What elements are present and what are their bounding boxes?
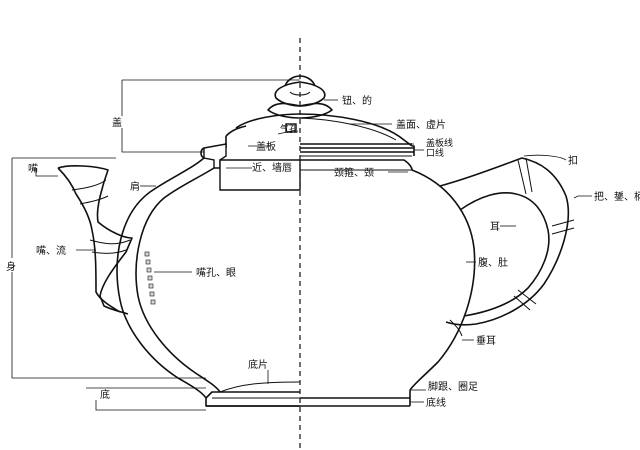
lid-drawing: [225, 113, 415, 157]
label-neck: 颈箍、颈: [334, 166, 374, 179]
label-belly: 腹、肚: [478, 256, 508, 269]
label-spout: 嘴、流: [36, 244, 66, 257]
label-lid-line: 盖板线: [426, 137, 453, 149]
label-knob: 钮、的: [342, 94, 372, 107]
label-ear: 耳: [490, 221, 500, 233]
label-air-hole: 气孔: [280, 123, 298, 135]
label-foot: 脚跟、圈足: [428, 380, 478, 393]
label-base-plate: 底片: [248, 358, 268, 371]
label-lid: 盖: [112, 116, 122, 129]
label-mouth-line: 口线: [426, 147, 444, 159]
handle-drawing: [439, 157, 575, 337]
label-spout-mouth: 嘴: [28, 163, 38, 175]
knob-drawing: [267, 75, 333, 119]
spout-drawing: [57, 165, 133, 315]
label-handle-knob: 扣: [568, 154, 578, 167]
label-spout-hole: 嘴孔、眼: [196, 267, 236, 279]
label-body: 身: [6, 260, 16, 273]
label-flange: 近、墙唇: [252, 161, 292, 174]
spout-filter-holes: [144, 251, 156, 305]
label-shoulder: 肩: [130, 180, 140, 193]
cutaway-left: [116, 143, 301, 407]
label-lid-top: 盖面、虚片: [396, 118, 446, 131]
exterior-right: [300, 159, 476, 407]
leader-lines: [11, 79, 592, 411]
label-base-line: 底线: [426, 396, 446, 409]
label-lid-plate: 盖板: [256, 140, 276, 153]
label-base: 底: [100, 388, 110, 401]
label-handle: 把、鋬、柄、: [594, 190, 640, 203]
labels: 盖 钮、的 盖面、虚片 盖板线 口线 盖板 气孔 近、墙唇 颈箍、颈 扣 把、鋬…: [6, 94, 640, 409]
label-hanging-ear: 垂耳: [476, 335, 496, 347]
